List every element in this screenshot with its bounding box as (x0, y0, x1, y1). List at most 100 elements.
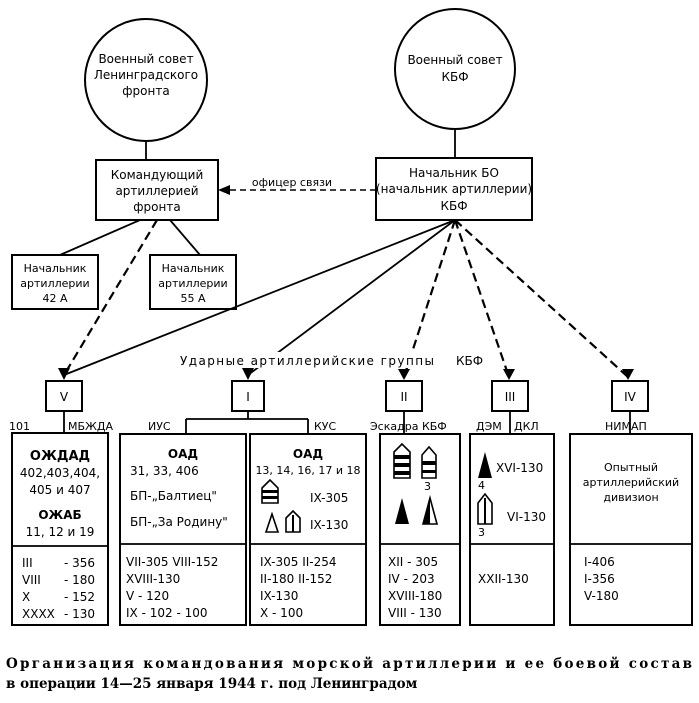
shell-striped-icon (285, 509, 301, 533)
svg-text:IX-130: IX-130 (260, 589, 298, 603)
svg-text:II: II (400, 390, 407, 404)
unit-mbzhda: ОЖДАД 402,403,404, 405 и 407 ОЖАБ 11, 12… (11, 432, 109, 626)
svg-text:402,403,404,: 402,403,404, (20, 466, 100, 480)
unit-kus: ОАД 13, 14, 16, 17 и 18 IX-305 IX-130 IX… (249, 433, 367, 626)
svg-text:V-180: V-180 (584, 589, 619, 603)
unit-squadron: 3 XII - 305 IV - 203 XVIII-180 VIII - 13… (379, 433, 461, 626)
svg-text:42 А: 42 А (42, 292, 67, 305)
svg-text:XVIII-130: XVIII-130 (126, 572, 180, 586)
svg-text:- 152: - 152 (64, 590, 95, 604)
svg-text:(начальник артиллерии): (начальник артиллерии) (376, 182, 532, 196)
svg-text:III: III (505, 390, 516, 404)
svg-text:4: 4 (478, 479, 485, 492)
svg-text:11, 12 и 19: 11, 12 и 19 (26, 525, 95, 539)
svg-text:ОЖАБ: ОЖАБ (38, 508, 81, 522)
svg-text:I: I (246, 390, 250, 404)
svg-text:405 и 407: 405 и 407 (29, 483, 90, 497)
svg-text:Начальник: Начальник (162, 262, 225, 275)
bo-chief: Начальник БО (начальник артиллерии) КБФ (375, 157, 533, 221)
shell-banded-small-icon (421, 445, 437, 479)
svg-text:Командующий: Командующий (111, 168, 204, 182)
shell-solid-icon (478, 452, 492, 478)
svg-text:КБФ: КБФ (456, 354, 483, 368)
svg-text:III: III (22, 556, 33, 570)
svg-text:IX-305: IX-305 (310, 491, 348, 505)
svg-text:I-406: I-406 (584, 555, 615, 569)
shell-solid-icon (395, 498, 409, 524)
svg-text:I-356: I-356 (584, 572, 615, 586)
shell-half-icon (421, 494, 439, 525)
svg-text:артиллерии: артиллерии (20, 277, 89, 290)
svg-text:VIII: VIII (22, 573, 41, 587)
chief-42a: Начальник артиллерии 42 А (11, 254, 99, 310)
svg-text:VII-305 VIII-152: VII-305 VIII-152 (126, 555, 218, 569)
council-kbf: Военный совет КБФ (394, 8, 516, 130)
svg-text:МБЖДА: МБЖДА (68, 420, 113, 433)
shell-outline-icon (264, 511, 280, 533)
svg-text:3: 3 (424, 480, 431, 493)
svg-text:ОЖДАД: ОЖДАД (30, 449, 90, 464)
figure-caption: Организация командования морской артилле… (6, 656, 692, 692)
svg-text:Ударные артиллерийские группы: Ударные артиллерийские группы (180, 354, 434, 368)
svg-text:Военный совет: Военный совет (98, 52, 193, 66)
shell-striped-icon (477, 492, 493, 525)
svg-text:артиллерией: артиллерией (115, 184, 198, 198)
strike-groups-label: Ударные артиллерийские группы КБФ (176, 352, 498, 368)
group-II: II Эскадра КБФ (370, 380, 447, 433)
svg-text:ОАД: ОАД (168, 447, 198, 461)
svg-text:V: V (60, 390, 69, 404)
svg-text:Начальник: Начальник (24, 262, 87, 275)
svg-text:артиллерии: артиллерии (158, 277, 227, 290)
shell-banded-icon (393, 442, 411, 479)
svg-text:ИУС: ИУС (148, 420, 171, 433)
svg-text:- 180: - 180 (64, 573, 95, 587)
group-I: I ИУС КУС (148, 380, 337, 434)
shell-icon (261, 478, 279, 504)
svg-text:XXII-130: XXII-130 (478, 572, 529, 586)
svg-text:IV: IV (624, 390, 637, 404)
svg-text:VIII - 130: VIII - 130 (388, 606, 442, 620)
svg-text:КБФ: КБФ (441, 70, 468, 84)
svg-text:55 А: 55 А (180, 292, 205, 305)
svg-text:- 356: - 356 (64, 556, 95, 570)
svg-text:БП-„За Родину": БП-„За Родину" (130, 515, 228, 529)
svg-text:IX-130: IX-130 (310, 518, 348, 532)
svg-text:КБФ: КБФ (440, 199, 467, 213)
svg-text:IV - 203: IV - 203 (388, 572, 435, 586)
svg-text:БП-„Балтиец": БП-„Балтиец" (130, 489, 217, 503)
svg-text:- 130: - 130 (64, 607, 95, 621)
svg-text:Ленинградского: Ленинградского (94, 68, 198, 82)
svg-text:X: X (22, 590, 30, 604)
svg-text:дивизион: дивизион (603, 491, 658, 504)
svg-text:3: 3 (478, 526, 485, 539)
svg-text:в операции 14—25 января 1944 г: в операции 14—25 января 1944 г. под Лени… (6, 676, 418, 692)
liaison-link: офицер связи (218, 175, 376, 195)
unit-nimap: Опытный артиллерийский дивизион I-406 I-… (569, 433, 693, 626)
svg-text:Организация командования морск: Организация командования морской артилле… (6, 656, 692, 672)
svg-text:13, 14, 16, 17 и 18: 13, 14, 16, 17 и 18 (255, 464, 360, 477)
group-III: III ДЭМ ДКЛ (476, 380, 539, 433)
chief-55a: Начальник артиллерии 55 А (149, 254, 237, 310)
svg-text:Начальник БО: Начальник БО (409, 166, 499, 180)
svg-text:IX - 102 - 100: IX - 102 - 100 (126, 606, 208, 620)
svg-text:XXXX: XXXX (22, 607, 55, 621)
svg-text:Эскадра КБФ: Эскадра КБФ (370, 420, 447, 433)
svg-text:VI-130: VI-130 (507, 510, 546, 524)
group-IV: IV НИМАП (605, 380, 649, 433)
unit-ius: ОАД 31, 33, 406 БП-„Балтиец" БП-„За Роди… (119, 433, 247, 626)
svg-text:артиллерийский: артиллерийский (583, 476, 679, 489)
svg-text:фронта: фронта (133, 200, 180, 214)
svg-text:НИМАП: НИМАП (605, 420, 647, 433)
svg-text:ОАД: ОАД (293, 447, 323, 461)
council-front: Военный совет Ленинградского фронта (84, 18, 208, 142)
svg-text:ДКЛ: ДКЛ (514, 420, 539, 433)
group-V: V 101 МБЖДА (9, 380, 113, 433)
svg-text:КУС: КУС (314, 420, 337, 433)
svg-text:ДЭМ: ДЭМ (476, 420, 502, 433)
svg-text:Военный совет: Военный совет (407, 53, 502, 67)
svg-text:V - 120: V - 120 (126, 589, 169, 603)
svg-text:фронта: фронта (122, 84, 169, 98)
front-artillery-commander: Командующий артиллерией фронта (95, 159, 219, 221)
svg-text:Опытный: Опытный (604, 461, 658, 474)
